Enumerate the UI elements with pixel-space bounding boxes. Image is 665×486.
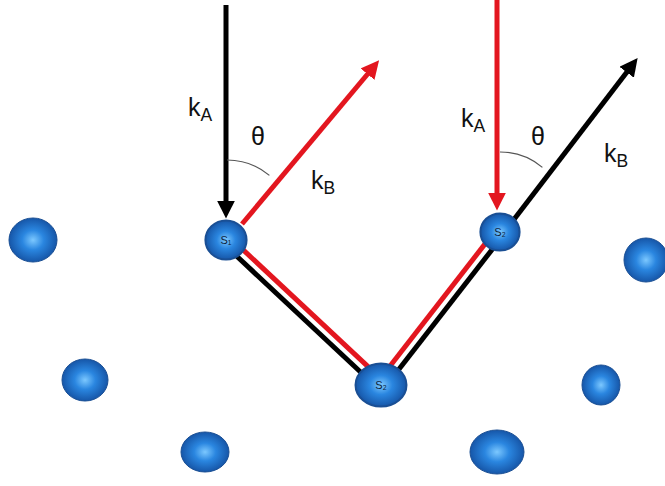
angle-label: θ	[531, 124, 545, 149]
atom	[470, 430, 524, 474]
angle-arc	[500, 152, 542, 167]
atom	[582, 365, 620, 405]
scattering-path	[236, 255, 363, 374]
atom-node: S₂	[355, 363, 407, 407]
wave-vectors	[226, 0, 630, 224]
scattered-arrow	[512, 68, 630, 222]
angle-arcs	[227, 152, 542, 175]
scattered-arrow	[242, 70, 371, 224]
atom	[9, 218, 57, 262]
atom	[181, 432, 229, 472]
lattice-atoms	[9, 218, 665, 474]
wave-vector-label: kB	[311, 168, 335, 198]
atom-node: S₂	[480, 213, 520, 251]
atom-label: S₂	[494, 227, 506, 238]
atom	[624, 238, 665, 282]
atom	[62, 359, 108, 401]
wave-vector-label: kB	[604, 141, 628, 171]
atom	[480, 213, 519, 250]
atom	[356, 363, 407, 406]
incident-arrow	[224, 5, 229, 206]
atom-node: S₁	[205, 220, 247, 260]
angle-label: θ	[251, 124, 265, 149]
incident-arrow	[495, 0, 500, 198]
scattering-path	[242, 249, 369, 368]
atom-label: S₁	[220, 235, 231, 246]
scattering-path	[390, 242, 487, 366]
wave-vector-label: kA	[188, 95, 212, 125]
atom-label: S₂	[375, 380, 387, 391]
scattering-path	[397, 248, 494, 372]
atom	[205, 220, 246, 259]
wave-vector-label: kA	[461, 106, 485, 136]
angle-arc	[227, 160, 269, 175]
